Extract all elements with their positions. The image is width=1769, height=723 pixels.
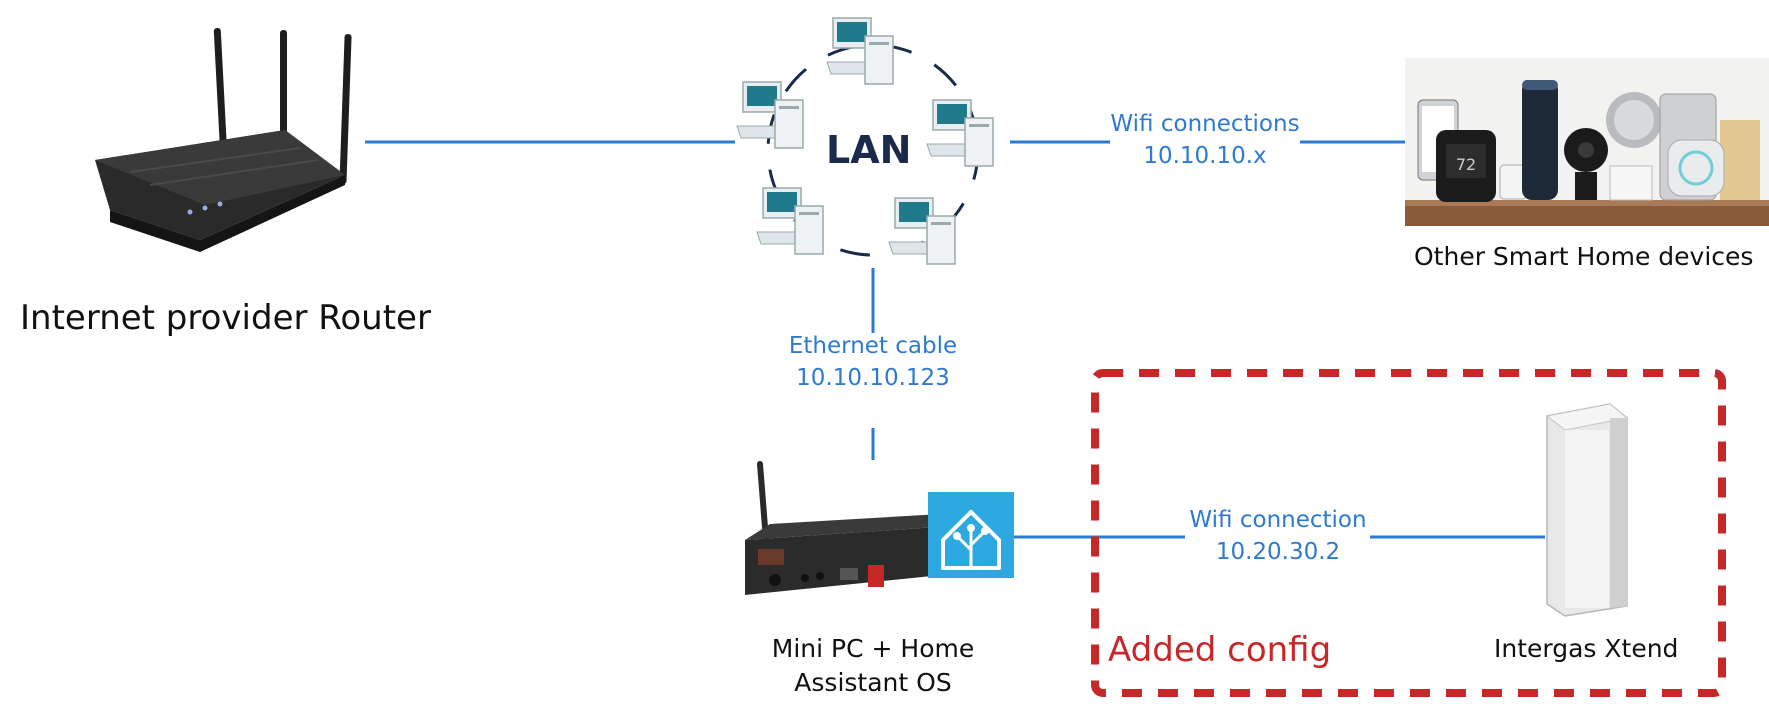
- lan-network-icon: [736, 17, 994, 265]
- mini-pc-label-line2: Assistant OS: [794, 668, 952, 697]
- smart-home-devices-label: Other Smart Home devices: [1414, 242, 1754, 271]
- wifi-router-icon: [95, 28, 352, 252]
- mini-pc-label-line1: Mini PC + Home: [771, 634, 975, 663]
- thermostat-reading: 72: [1456, 155, 1476, 174]
- intergas-xtend-label: Intergas Xtend: [1494, 634, 1679, 663]
- wifi-connections-label: Wifi connections 10.10.10.x: [1105, 108, 1305, 172]
- added-config-label: Added config: [1108, 630, 1332, 670]
- mini-pc-label: Mini PC + Home Assistant OS: [733, 632, 1013, 700]
- home-assistant-logo: [928, 492, 1014, 578]
- smart-devices-photo: 72: [1405, 58, 1769, 226]
- added-config-region: [1091, 369, 1726, 697]
- ethernet-cable-ip: 10.10.10.123: [796, 365, 950, 391]
- intergas-xtend-device: [1545, 403, 1629, 617]
- ethernet-cable-label: Ethernet cable 10.10.10.123: [763, 330, 983, 394]
- wifi-connections-ip: 10.10.10.x: [1143, 143, 1267, 169]
- wifi-connections-title: Wifi connections: [1110, 111, 1300, 137]
- router-label: Internet provider Router: [20, 298, 431, 338]
- lan-label: LAN: [826, 128, 912, 172]
- wifi-connection-ip: 10.20.30.2: [1215, 539, 1341, 565]
- ethernet-cable-title: Ethernet cable: [788, 333, 958, 359]
- wifi-connection-title: Wifi connection: [1189, 507, 1367, 533]
- wifi-connection-label: Wifi connection 10.20.30.2: [1178, 504, 1378, 568]
